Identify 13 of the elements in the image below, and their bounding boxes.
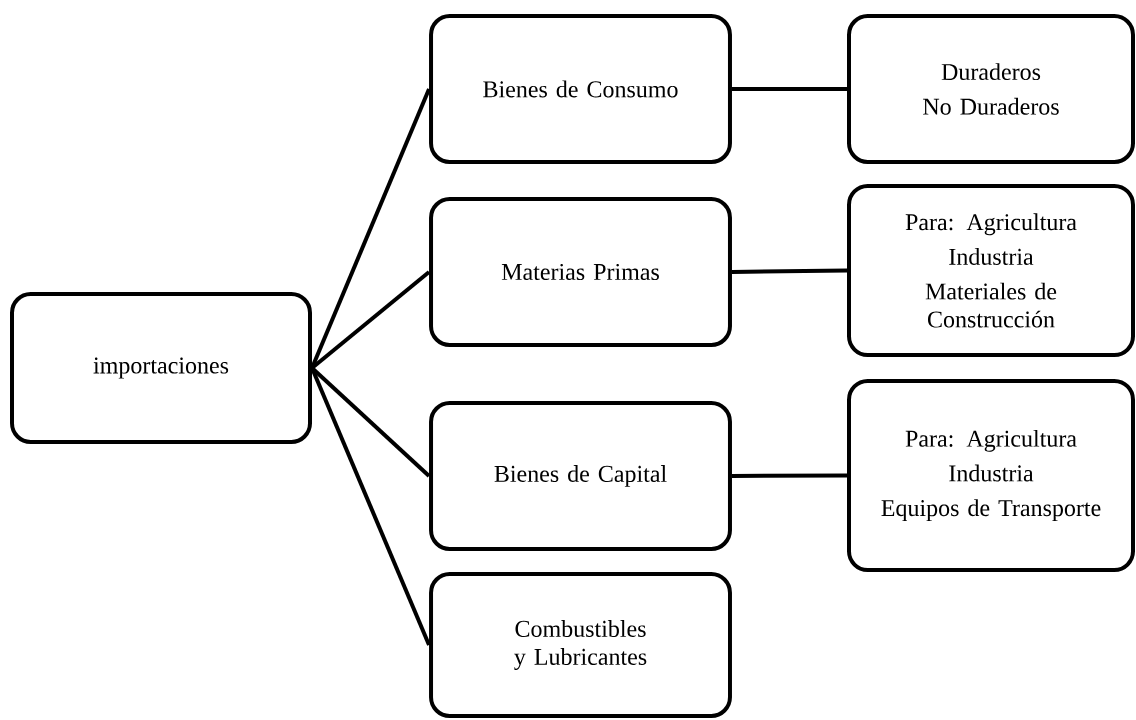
category-box: Para: Agricultura Industria Equipos de Transporte bbox=[847, 378, 1135, 573]
category-box: Bienes de Capital bbox=[429, 401, 732, 551]
connector-line bbox=[310, 367, 431, 646]
connector-line bbox=[731, 268, 848, 274]
connector-line bbox=[731, 473, 848, 478]
connector-line bbox=[310, 88, 431, 369]
connector-line bbox=[731, 87, 847, 91]
category-box: Materias Primas bbox=[429, 197, 732, 347]
category-box: Bienes de Consumo bbox=[429, 14, 732, 164]
category-box: Duraderos No Duraderos bbox=[847, 14, 1135, 164]
category-box: Para: Agricultura Industria Materiales de Construcción bbox=[847, 183, 1135, 358]
root-box: importaciones bbox=[10, 292, 312, 444]
category-box: Combustibles y Lubricantes bbox=[429, 572, 732, 718]
